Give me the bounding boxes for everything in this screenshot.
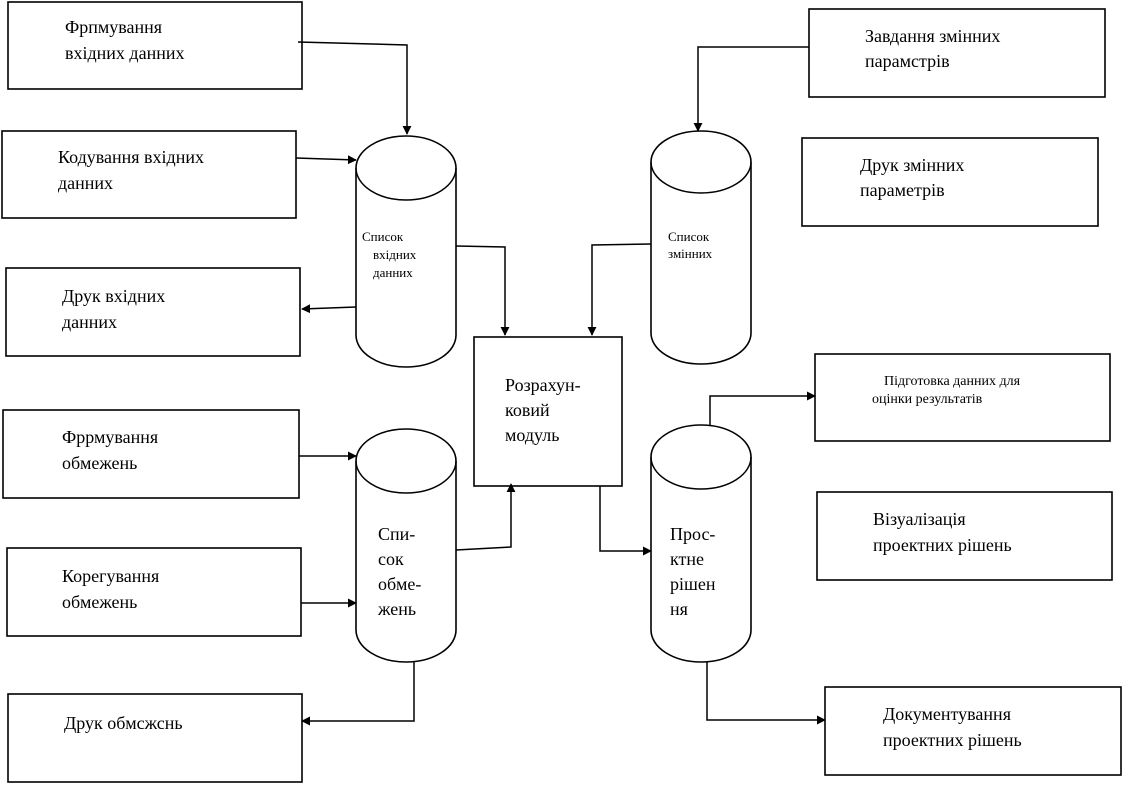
arrow-vars-list-to-calc-module (587, 243, 652, 336)
store-design-solution: Прос- ктне рішен ня (650, 424, 752, 663)
box-print-input: Друк вхідних данних (5, 267, 301, 357)
connectors (295, 41, 826, 726)
box-form-limits: Фррмування обмежень (2, 409, 300, 499)
box-form-limits-line-1: Фррмування (62, 427, 158, 447)
box-prepare-eval-line-1: Підготовка данних для (884, 374, 1021, 389)
box-document-line-1: Документування (883, 704, 1011, 724)
arrow-set-vars-to-vars-list (693, 46, 809, 132)
box-form-input: Фрпмування вхідних данних (7, 1, 303, 90)
store-input-list: Список вхідних данних (355, 135, 457, 368)
box-code-input-line-1: Кодування вхідних (58, 147, 204, 167)
box-print-limits-line-1: Друк обмсжснь (64, 713, 183, 733)
store-limits-list-line-2: сок (378, 549, 404, 569)
box-document-line-2: проектних рішень (883, 730, 1022, 750)
box-form-input-line-2: вхідних данних (65, 43, 184, 63)
store-input-list-line-3: данних (373, 265, 413, 280)
box-print-limits: Друк обмсжснь (7, 693, 303, 783)
store-input-list-line-1: Список (362, 229, 404, 244)
store-input-list-line-2: вхідних (373, 247, 417, 262)
store-vars-list-line-2: змінних (668, 246, 713, 261)
box-calc-module-line-2: ковий (505, 400, 550, 420)
store-vars-list: Список змінних (650, 130, 752, 365)
arrow-calc-module-to-design-solution (599, 486, 652, 556)
box-visualize-line-1: Візуалізація (873, 509, 966, 529)
box-set-vars: Завдання змінних парамстрів (808, 8, 1106, 98)
store-design-solution-line-2: ктне (670, 549, 704, 569)
box-calc-module: Розрахун- ковий модуль (473, 336, 623, 487)
store-limits-list-line-3: обме- (378, 574, 421, 594)
box-code-input-line-2: данних (58, 173, 113, 193)
arrow-code-input-to-input-list (295, 155, 357, 165)
box-form-limits-line-2: обмежень (62, 453, 137, 473)
box-print-vars: Друк змінних параметрів (801, 137, 1099, 227)
box-document: Документування проектних рішень (824, 686, 1122, 776)
box-visualize-line-2: проектних рішень (873, 535, 1012, 555)
store-design-solution-line-3: рішен (670, 574, 716, 594)
box-set-vars-line-2: парамстрів (865, 51, 950, 71)
arrow-design-solution-to-prepare-eval (709, 391, 816, 426)
box-prepare-eval: Підготовка данних для оцінки результатів (814, 353, 1111, 442)
box-correct-limits-line-2: обмежень (62, 592, 137, 612)
box-print-vars-line-1: Друк змінних (860, 155, 964, 175)
box-print-vars-line-2: параметрів (860, 180, 945, 200)
box-set-vars-line-1: Завдання змінних (865, 26, 1000, 46)
store-limits-list: Спи- сок обме- жень (355, 428, 457, 663)
box-print-input-line-1: Друк вхідних (62, 286, 165, 306)
box-visualize: Візуалізація проектних рішень (816, 491, 1113, 581)
arrow-design-solution-to-document (706, 662, 826, 725)
box-correct-limits-line-1: Корегування (62, 566, 159, 586)
store-design-solution-line-1: Прос- (670, 524, 715, 544)
store-design-solution-line-4: ня (670, 599, 688, 619)
arrow-input-list-to-calc-module (455, 245, 510, 336)
store-limits-list-line-4: жень (377, 599, 416, 619)
arrow-limits-list-to-calc-module (455, 483, 516, 551)
arrow-input-list-to-print-input (301, 304, 357, 314)
box-print-input-line-2: данних (62, 312, 117, 332)
box-form-input-line-1: Фрпмування (65, 17, 162, 37)
box-correct-limits: Корегування обмежень (6, 547, 302, 637)
arrow-limits-list-to-print-limits (301, 662, 415, 726)
box-calc-module-line-1: Розрахун- (505, 375, 581, 395)
arrow-form-input-to-input-list (297, 41, 412, 135)
box-prepare-eval-line-2: оцінки результатів (872, 392, 983, 407)
box-code-input: Кодування вхідних данних (1, 130, 297, 219)
store-vars-list-line-1: Список (668, 229, 710, 244)
store-limits-list-line-1: Спи- (378, 524, 415, 544)
box-calc-module-line-3: модуль (505, 425, 559, 445)
